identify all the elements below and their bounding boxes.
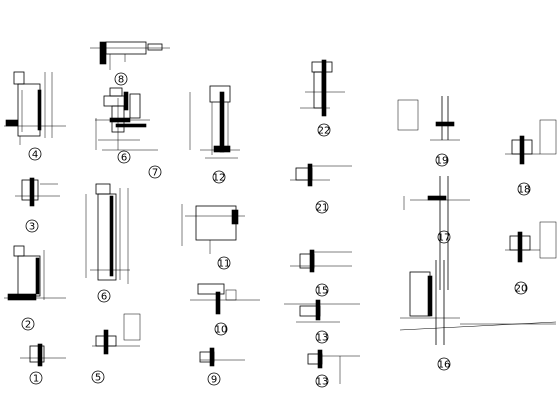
detail-number: 3 — [29, 222, 35, 233]
detail-number: 16 — [438, 360, 451, 371]
detail-marker-2 — [21, 317, 35, 331]
detail-7: 7 — [95, 87, 162, 179]
detail-17: 17 — [403, 176, 470, 290]
detail-number: 8 — [118, 75, 124, 86]
detail-marker-11 — [217, 256, 231, 270]
detail-10: 10 — [190, 283, 260, 336]
detail-marker-20 — [514, 281, 528, 295]
detail-number: 9 — [211, 375, 217, 386]
detail-number: 13 — [316, 333, 329, 344]
detail-3: 3 — [15, 177, 60, 233]
detail-number: 19 — [436, 156, 449, 167]
detail-number: 5 — [95, 373, 101, 384]
detail-marker-19 — [435, 153, 449, 167]
detail-number: 22 — [318, 126, 331, 137]
detail-number: 11 — [218, 259, 231, 270]
detail-15: 15 — [290, 249, 352, 297]
detail-number: 1 — [33, 374, 39, 385]
detail-marker-9 — [207, 372, 221, 386]
detail-marker-12 — [212, 170, 226, 184]
detail-marker-6 — [97, 289, 111, 303]
detail-11: 11 — [181, 204, 245, 270]
detail-16: 16 — [399, 260, 557, 371]
detail-marker-5 — [91, 370, 105, 384]
detail-marker-17 — [437, 230, 451, 244]
detail-marker-8 — [114, 72, 128, 86]
detail-marker-22 — [317, 123, 331, 137]
detail-number: 12 — [213, 173, 226, 184]
detail-9: 9 — [199, 347, 245, 386]
detail-marker-18 — [517, 182, 531, 196]
detail-number: 2 — [25, 320, 31, 331]
detail-marker-4 — [28, 147, 42, 161]
detail-number: 17 — [438, 233, 451, 244]
detail-20: 20 — [505, 221, 557, 295]
detail-19: 19 — [397, 96, 460, 167]
detail-marker-7 — [148, 165, 162, 179]
detail-6-a: 6 — [95, 91, 150, 164]
detail-12: 12 — [189, 85, 240, 184]
detail-number: 21 — [316, 203, 329, 214]
detail-2: 2 — [4, 245, 66, 331]
detail-marker-13 — [315, 330, 329, 344]
detail-22: 22 — [300, 59, 345, 137]
detail-marker-6 — [117, 150, 131, 164]
detail-13-a: 13 — [284, 299, 360, 344]
detail-marker-3 — [25, 219, 39, 233]
detail-number: 20 — [515, 284, 528, 295]
detail-number: 18 — [518, 185, 531, 196]
detail-8: 8 — [90, 41, 170, 86]
detail-number: 7 — [152, 168, 158, 179]
detail-4: 4 — [4, 71, 66, 161]
detail-marker-13 — [315, 374, 329, 388]
detail-marker-1 — [29, 371, 43, 385]
detail-number: 4 — [32, 150, 38, 161]
detail-number: 10 — [215, 325, 228, 336]
detail-13-b: 13 — [307, 349, 360, 388]
detail-marker-10 — [214, 322, 228, 336]
detail-5: 5 — [91, 313, 141, 384]
detail-number: 15 — [316, 286, 329, 297]
detail-21: 21 — [290, 163, 352, 214]
detail-marker-15 — [315, 283, 329, 297]
detail-marker-16 — [437, 357, 451, 371]
detail-1: 1 — [20, 343, 66, 385]
detail-number: 6 — [121, 153, 127, 164]
detail-6-b: 6 — [85, 183, 130, 303]
detail-18: 18 — [505, 119, 557, 196]
detail-number: 6 — [101, 292, 107, 303]
detail-number: 13 — [316, 377, 329, 388]
detail-marker-21 — [315, 200, 329, 214]
